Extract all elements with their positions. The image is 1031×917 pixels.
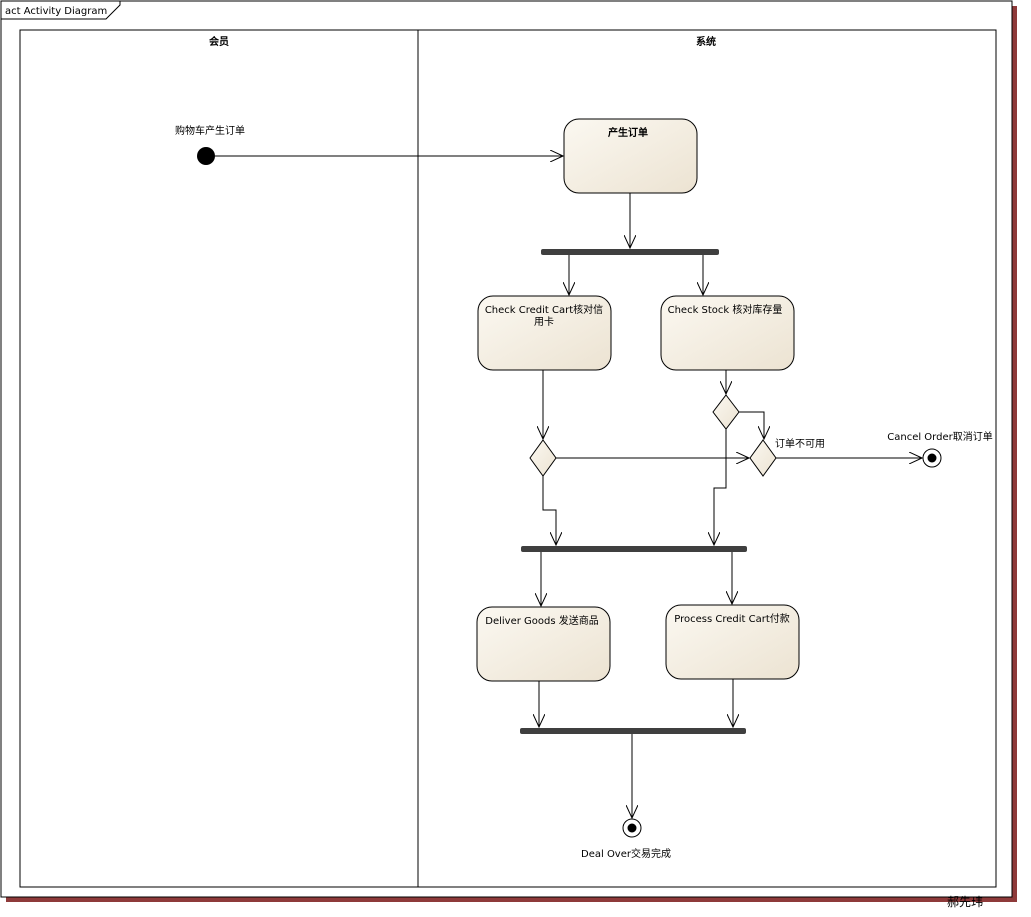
action-deliver-goods-label: Deliver Goods 发送商品 [485,614,599,627]
join-bar-3 [520,728,746,734]
fork-bar-1 [541,249,719,255]
action-process-credit-label: Process Credit Cart付款 [674,612,790,625]
swimlane-container [19,29,997,888]
final-cancel-label: Cancel Order取消订单 [887,430,992,443]
flow-credit-ok [542,476,556,545]
action-deliver-goods [476,606,611,682]
final-node-done-core [627,823,637,833]
action-check-stock-label: Check Stock 核对库存量 [668,303,783,316]
lane-member-title: 会员 [209,35,229,48]
action-check-credit-label-2: 用卡 [534,315,554,328]
flow-stock-ok [714,429,727,545]
action-check-credit [477,295,612,371]
diagram-frame [0,0,1013,898]
final-node-cancel-core [927,453,937,463]
flow-stock-unavailable [739,411,764,439]
frame-title-tab [0,0,121,20]
initial-node [197,147,215,165]
fork-bar-2 [521,546,747,552]
merge-unavailable [749,439,777,477]
final-done-label: Deal Over交易完成 [581,847,671,860]
action-check-stock [660,295,795,371]
action-create-order-label: 产生订单 [608,126,648,139]
action-check-credit-label-1: Check Credit Cart核对信 [485,303,603,316]
initial-node-label: 购物车产生订单 [175,124,245,137]
frame-title: act Activity Diagram [5,6,107,17]
lane-system-title: 系统 [696,35,716,48]
control-flows [215,156,922,818]
author-signature: 郝先玮 [946,895,983,909]
guard-unavailable-label: 订单不可用 [775,438,825,450]
